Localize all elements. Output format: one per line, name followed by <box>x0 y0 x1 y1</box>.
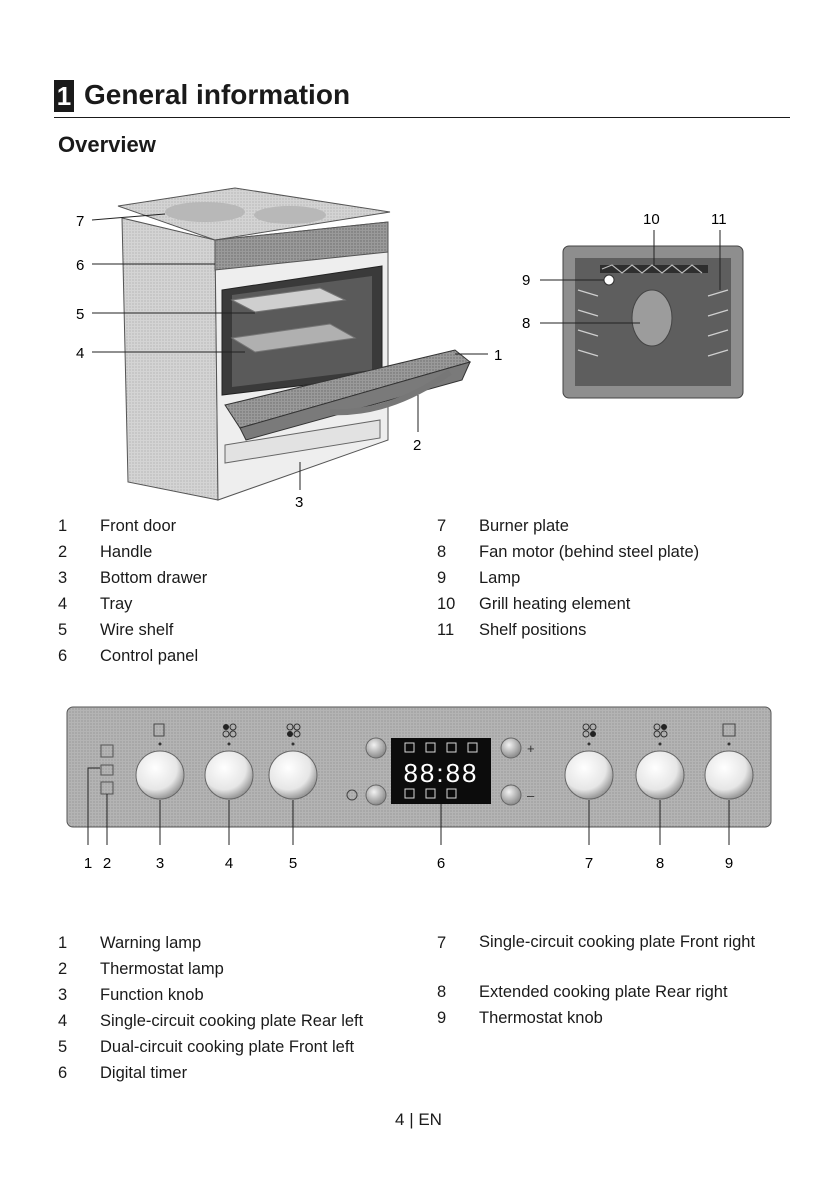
panel-callout-6: 6 <box>437 855 445 872</box>
page-number: 4 | EN <box>395 1110 442 1129</box>
panel-callout-7: 7 <box>585 855 593 872</box>
panel-callout-3: 3 <box>156 855 164 872</box>
panel-callout-4: 4 <box>225 855 233 872</box>
oven-callout-3: 3 <box>295 494 303 511</box>
title-divider <box>54 117 790 118</box>
interior-callout-10: 10 <box>643 211 660 228</box>
interior-callout-11: 11 <box>711 211 727 228</box>
oven-callout-1: 1 <box>494 347 502 364</box>
panel-callout-2: 2 <box>103 855 111 872</box>
oven-callout-7: 7 <box>76 213 84 230</box>
oven-callout-4: 4 <box>76 345 84 362</box>
plus-label: + <box>527 741 535 756</box>
oven-interior-illustration: 10 11 9 8 <box>522 211 744 399</box>
section-title: Overview <box>58 132 156 157</box>
minus-label: – <box>527 788 535 803</box>
panel-callout-9: 9 <box>725 855 733 872</box>
panel-callout-8: 8 <box>656 855 664 872</box>
oven-callout-2: 2 <box>413 437 421 454</box>
oven-illustration: 7 6 5 4 1 2 3 <box>76 187 502 511</box>
panel-callout-1: 1 <box>84 855 92 872</box>
panel-callout-5: 5 <box>289 855 297 872</box>
interior-callout-9: 9 <box>522 272 530 289</box>
oven-callout-6: 6 <box>76 257 84 274</box>
timer-display-digits: 88:88 <box>403 758 478 788</box>
interior-callout-8: 8 <box>522 315 530 332</box>
oven-callout-5: 5 <box>76 306 84 323</box>
control-panel-illustration: 88:88 + – 1 2 3 4 5 6 7 8 9 <box>66 706 772 872</box>
chapter-number: 1 <box>54 80 74 112</box>
chapter-title: General information <box>84 79 351 110</box>
